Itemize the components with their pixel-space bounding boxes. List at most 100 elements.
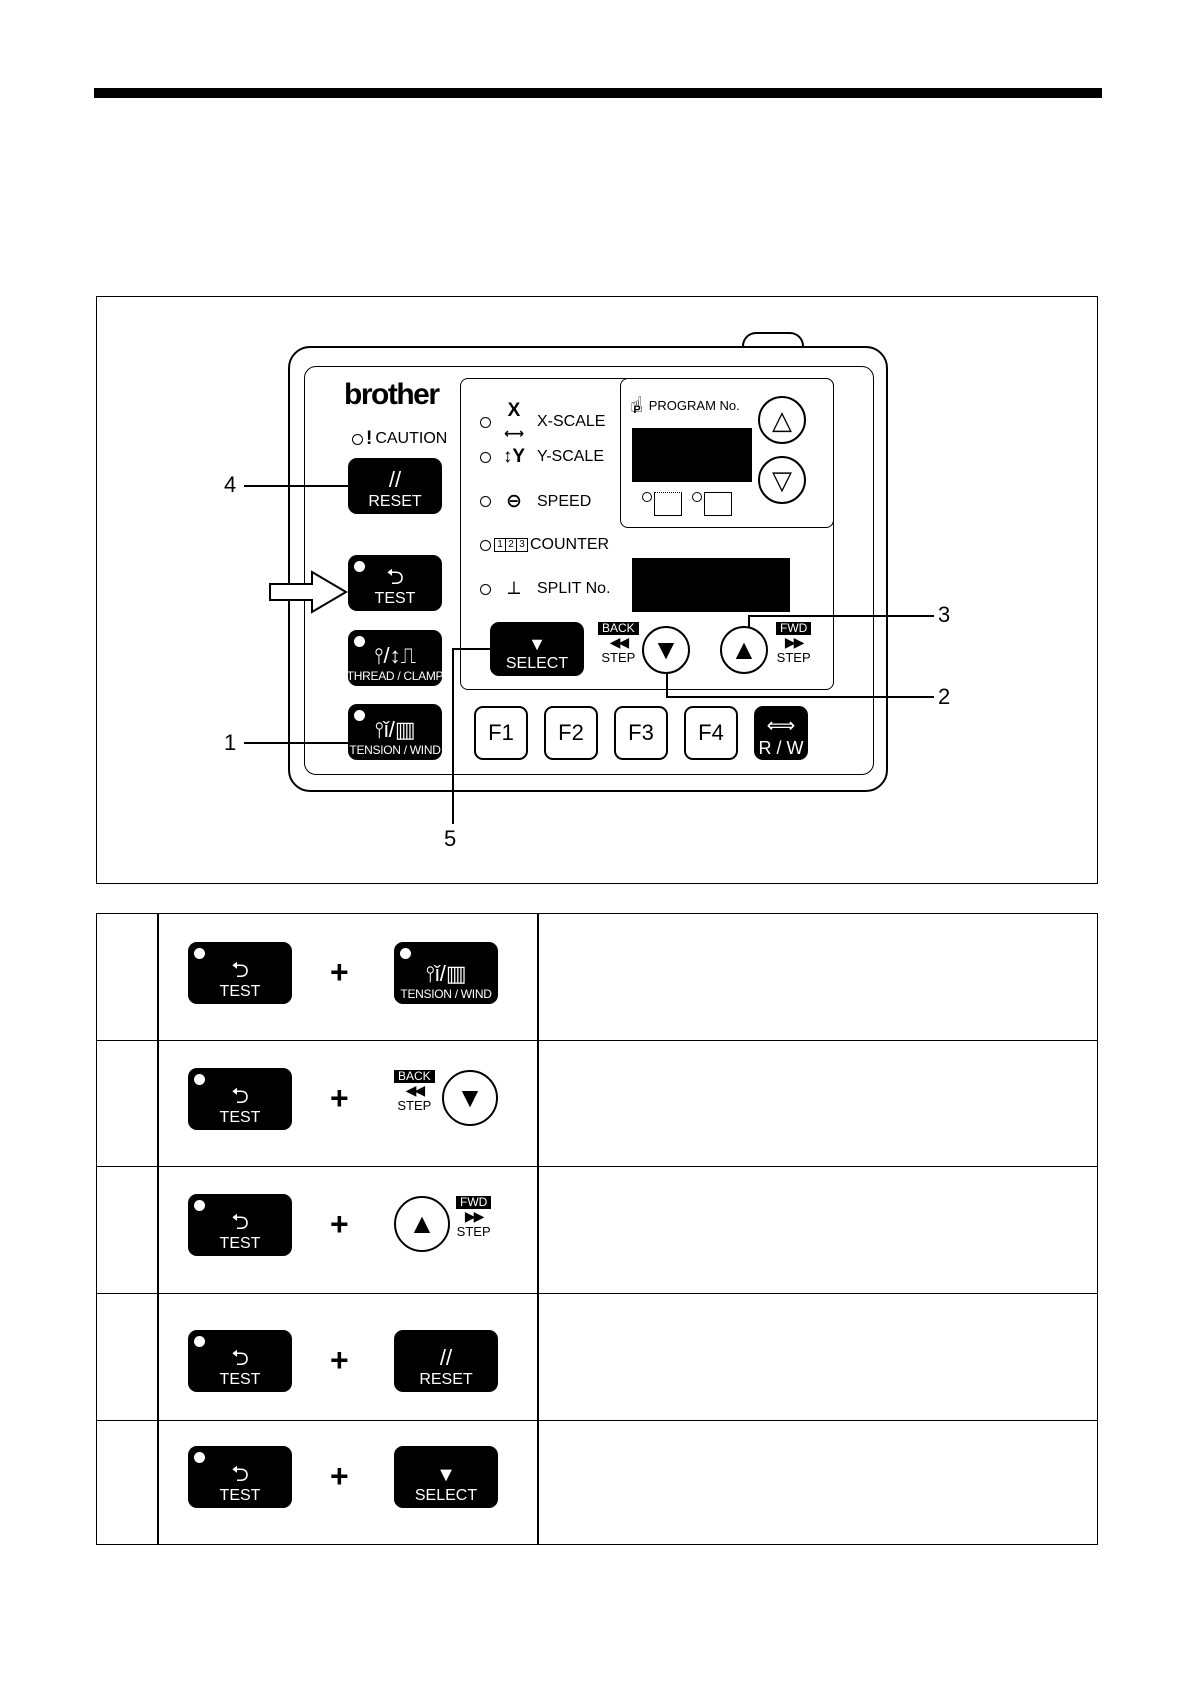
table-col-divider-1 [157, 914, 159, 1544]
top-rule [94, 88, 1102, 98]
floppy-led-icon [692, 492, 702, 502]
card-slot-icon [654, 492, 682, 516]
reset-key-label: RESET [368, 493, 422, 510]
operation-panel-inner [304, 366, 874, 775]
callout-3-drop [748, 615, 750, 627]
f1-key[interactable]: F1 [474, 706, 528, 760]
program-up-button[interactable]: △ [758, 396, 806, 444]
table-row1-tension-wind-key: ⫯ǐ/▥ TENSION / WIND [394, 942, 498, 1004]
reset-icon: // [388, 467, 402, 492]
y-scale-icon: ↕Y [502, 446, 526, 467]
test-led-icon [194, 948, 205, 959]
program-number-display [632, 428, 752, 482]
program-number-label: PROGRAM No. [648, 397, 740, 413]
x-scale-led-icon [480, 416, 491, 428]
x-scale-label: X-SCALE [537, 413, 606, 430]
f4-key[interactable]: F4 [684, 706, 738, 760]
thread-clamp-led-icon [354, 636, 365, 647]
fwd-tag: FWD [776, 621, 812, 636]
reset-icon: // [439, 1345, 453, 1370]
table-row3-test-key: ⮌ TEST [188, 1194, 292, 1256]
test-led-icon [354, 561, 365, 572]
operation-table [96, 913, 1098, 1545]
table-row [97, 1420, 1097, 1544]
step-forward-button[interactable]: ▲ [720, 626, 768, 674]
pointer-arrow-icon [269, 570, 348, 614]
table-row [97, 1040, 1097, 1166]
test-return-icon: ⮌ [231, 1461, 249, 1486]
fwd-step-label: FWD ▶▶ STEP [776, 621, 812, 665]
back-tag: BACK [598, 621, 639, 636]
test-key[interactable]: ⮌ TEST [348, 555, 442, 611]
program-number-indicator: ☝P PROGRAM No. [630, 392, 740, 417]
callout-3-line [748, 615, 934, 617]
table-col-divider-2 [537, 914, 539, 1544]
table-row3-fwd-step-label: FWD ▶▶ STEP [456, 1195, 492, 1239]
tension-wind-led-icon [400, 948, 411, 959]
select-key-label: SELECT [505, 655, 569, 672]
callout-2-drop [666, 674, 668, 696]
fwd-step-text: STEP [776, 649, 811, 665]
test-led-icon [194, 1074, 205, 1085]
fast-forward-icon: ▶▶ [784, 634, 804, 651]
exclamation-icon: ! [366, 428, 373, 449]
rewind-icon: ◀◀ [405, 1082, 425, 1099]
triangle-down-outline-icon: ▽ [772, 464, 792, 495]
f3-key[interactable]: F3 [614, 706, 668, 760]
callout-2-line [666, 696, 934, 698]
needle-icon: ⟂ [507, 578, 521, 599]
card-led-icon [642, 492, 652, 502]
split-number-label: SPLIT No. [537, 580, 611, 597]
plus-sign: + [330, 954, 349, 990]
caution-label: CAUTION [375, 430, 448, 447]
y-scale-label: Y-SCALE [537, 448, 604, 465]
callout-5-line [452, 648, 454, 824]
thread-clamp-key[interactable]: ⫯/↕⎍ THREAD / CLAMP [346, 630, 444, 686]
main-value-display [632, 558, 790, 612]
table-row2-back-step-label: BACK ◀◀ STEP [394, 1069, 435, 1113]
x-scale-indicator: X⟷ X-SCALE [480, 400, 605, 444]
speed-led-icon [480, 496, 491, 507]
table-row3-step-forward-button: ▲ [394, 1196, 450, 1252]
floppy-icon [704, 492, 732, 516]
rewind-icon: ◀◀ [609, 634, 629, 651]
back-step-label: BACK ◀◀ STEP [598, 621, 639, 665]
triangle-up-outline-icon: △ [772, 404, 792, 435]
test-return-icon: ⮌ [231, 1083, 249, 1108]
test-return-icon: ⮌ [231, 1345, 249, 1370]
thread-clamp-key-label: THREAD / CLAMP [346, 669, 444, 683]
tension-wind-led-icon [354, 710, 365, 721]
callout-5-arm [452, 648, 490, 650]
triangle-down-solid-icon: ▼ [456, 1082, 484, 1113]
speed-gauge-icon: ⊖ [506, 491, 522, 512]
read-write-arrows-icon: ⟺ [766, 715, 796, 737]
reset-key[interactable]: // RESET [348, 458, 442, 514]
y-scale-indicator: ↕Y Y-SCALE [480, 446, 604, 468]
tension-wind-icon: ⫯ǐ/▥ [374, 717, 416, 742]
tension-wind-icon: ⫯ǐ/▥ [425, 961, 467, 986]
table-row2-test-key: ⮌ TEST [188, 1068, 292, 1130]
plus-sign: + [330, 1342, 349, 1378]
program-down-button[interactable]: ▽ [758, 456, 806, 504]
test-return-icon: ⮌ [231, 957, 249, 982]
triangle-down-solid-icon: ▼ [652, 634, 680, 665]
speed-indicator: ⊖ SPEED [480, 490, 591, 513]
tension-wind-key[interactable]: ⫯ǐ/▥ TENSION / WIND [348, 704, 442, 760]
select-key[interactable]: ▼ SELECT [490, 622, 584, 676]
split-led-icon [480, 583, 491, 595]
fast-forward-icon: ▶▶ [464, 1208, 484, 1225]
panel-figure-frame [96, 296, 1098, 884]
tension-wind-key-label: TENSION / WIND [349, 743, 441, 757]
f2-key[interactable]: F2 [544, 706, 598, 760]
table-row1-test-key: ⮌ TEST [188, 942, 292, 1004]
table-row4-test-key: ⮌ TEST [188, 1330, 292, 1392]
read-write-key-label: R / W [758, 738, 804, 758]
pointing-hand-icon: ☝ [630, 392, 644, 417]
read-write-key[interactable]: ⟺ R / W [754, 706, 808, 760]
floppy-indicator [692, 492, 732, 516]
test-return-icon: ⮌ [386, 564, 404, 589]
caution-led-icon [352, 433, 363, 445]
step-back-button[interactable]: ▼ [642, 626, 690, 674]
callout-4-line [244, 485, 348, 487]
